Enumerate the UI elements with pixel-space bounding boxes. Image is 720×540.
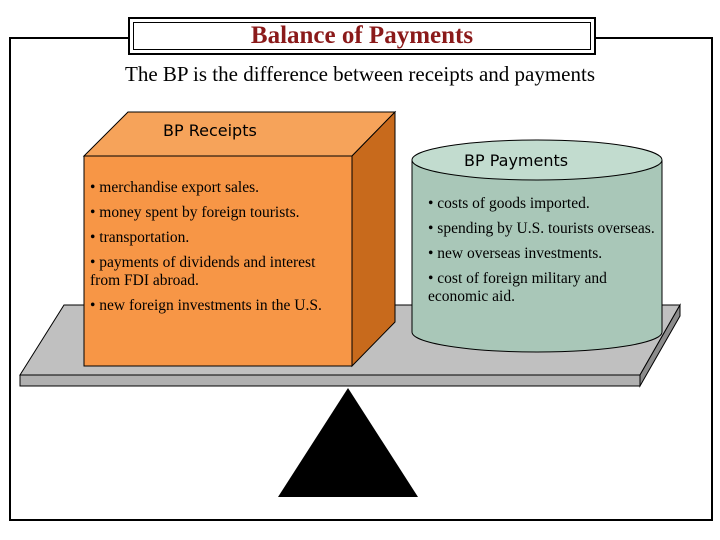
list-item: • new overseas investments. <box>428 245 603 262</box>
payments-list: • costs of goods imported. • spending by… <box>428 195 658 313</box>
payments-cylinder-top <box>411 139 663 181</box>
receipts-box-front <box>83 155 353 367</box>
receipts-box-side <box>351 110 396 368</box>
payments-cylinder-body <box>412 160 662 332</box>
fulcrum-triangle <box>278 388 418 497</box>
payments-cylinder-bottom <box>411 331 663 353</box>
receipts-label: BP Receipts <box>163 121 257 140</box>
payments-label: BP Payments <box>464 151 569 170</box>
platform-side <box>639 303 681 388</box>
list-item: • new foreign investments in the U.S. <box>90 297 322 314</box>
list-item: • costs of goods imported. <box>428 195 590 212</box>
slide-subtitle: The BP is the difference between receipt… <box>125 62 595 86</box>
title-box: Balance of Payments <box>128 17 596 55</box>
list-item: • cost of foreign military and economic … <box>428 270 607 305</box>
list-item: • merchandise export sales. <box>90 179 259 196</box>
list-item: • payments of dividends and interest fro… <box>90 254 316 289</box>
receipts-list: • merchandise export sales. • money spen… <box>90 179 346 322</box>
slide-title: Balance of Payments <box>250 22 474 49</box>
list-item: • transportation. <box>90 229 190 246</box>
list-item: • spending by U.S. tourists overseas. <box>428 220 655 237</box>
platform-front <box>19 374 641 387</box>
list-item: • money spent by foreign tourists. <box>90 204 300 221</box>
